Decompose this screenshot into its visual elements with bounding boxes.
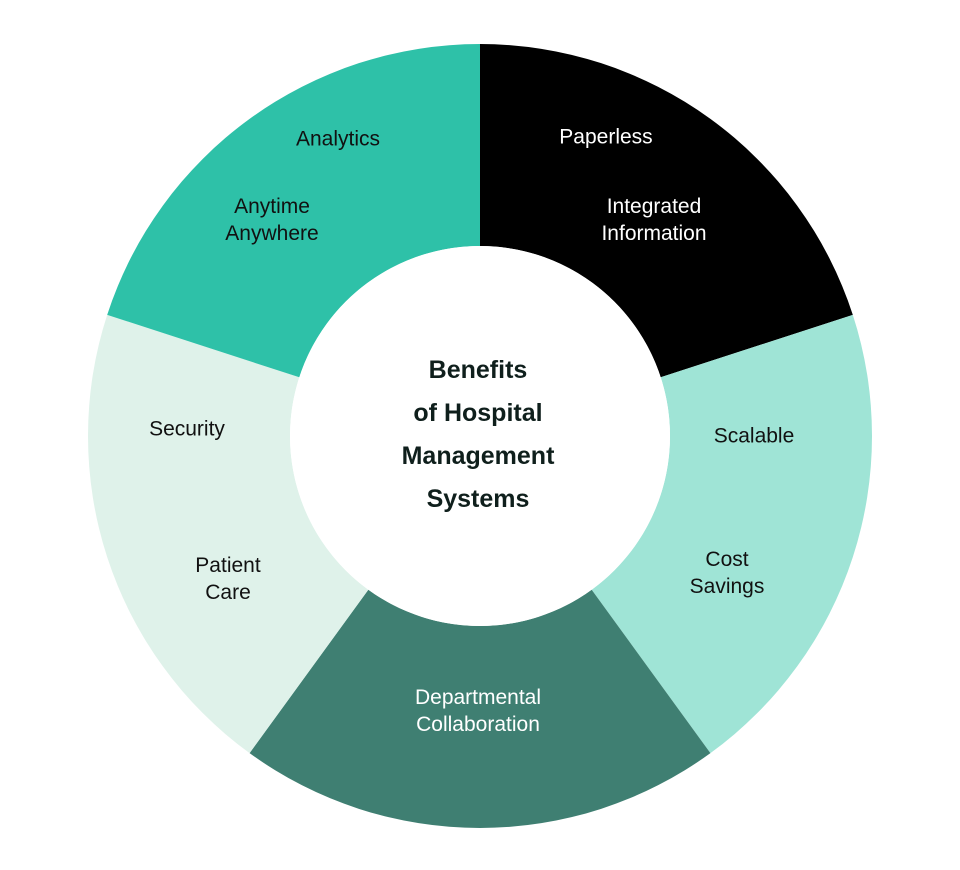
label-line: Security — [149, 418, 225, 441]
label-analytics-0: Analytics — [296, 128, 380, 151]
center-circle — [290, 246, 670, 626]
label-line: Departmental — [415, 686, 541, 709]
center-title-line: of Hospital — [413, 399, 542, 427]
segment-scalable — [591, 314, 872, 754]
label-scalable-0: Scalable — [714, 425, 795, 448]
label-line: Cost — [705, 548, 748, 571]
label-paperless-0: Paperless — [559, 126, 652, 149]
label-line: Paperless — [559, 126, 652, 149]
label-security-0: Security — [149, 418, 225, 441]
center-title-line: Management — [402, 442, 555, 470]
label-line: Integrated — [607, 195, 702, 218]
segments-layer — [87, 44, 872, 828]
label-line: Information — [601, 222, 706, 245]
segment-departmental — [249, 589, 711, 828]
label-line: Scalable — [714, 425, 795, 448]
label-line: Care — [205, 581, 251, 604]
segment-security — [87, 314, 369, 754]
label-line: Anytime — [234, 195, 310, 218]
segment-analytics — [107, 44, 480, 378]
center-title-line: Benefits — [429, 356, 528, 384]
segment-paperless — [480, 44, 853, 378]
label-line: Patient — [195, 554, 261, 577]
label-line: Analytics — [296, 128, 380, 151]
center-title-line: Systems — [427, 485, 530, 513]
label-line: Anywhere — [225, 222, 318, 245]
label-line: Collaboration — [416, 713, 540, 736]
label-line: Savings — [690, 575, 765, 598]
